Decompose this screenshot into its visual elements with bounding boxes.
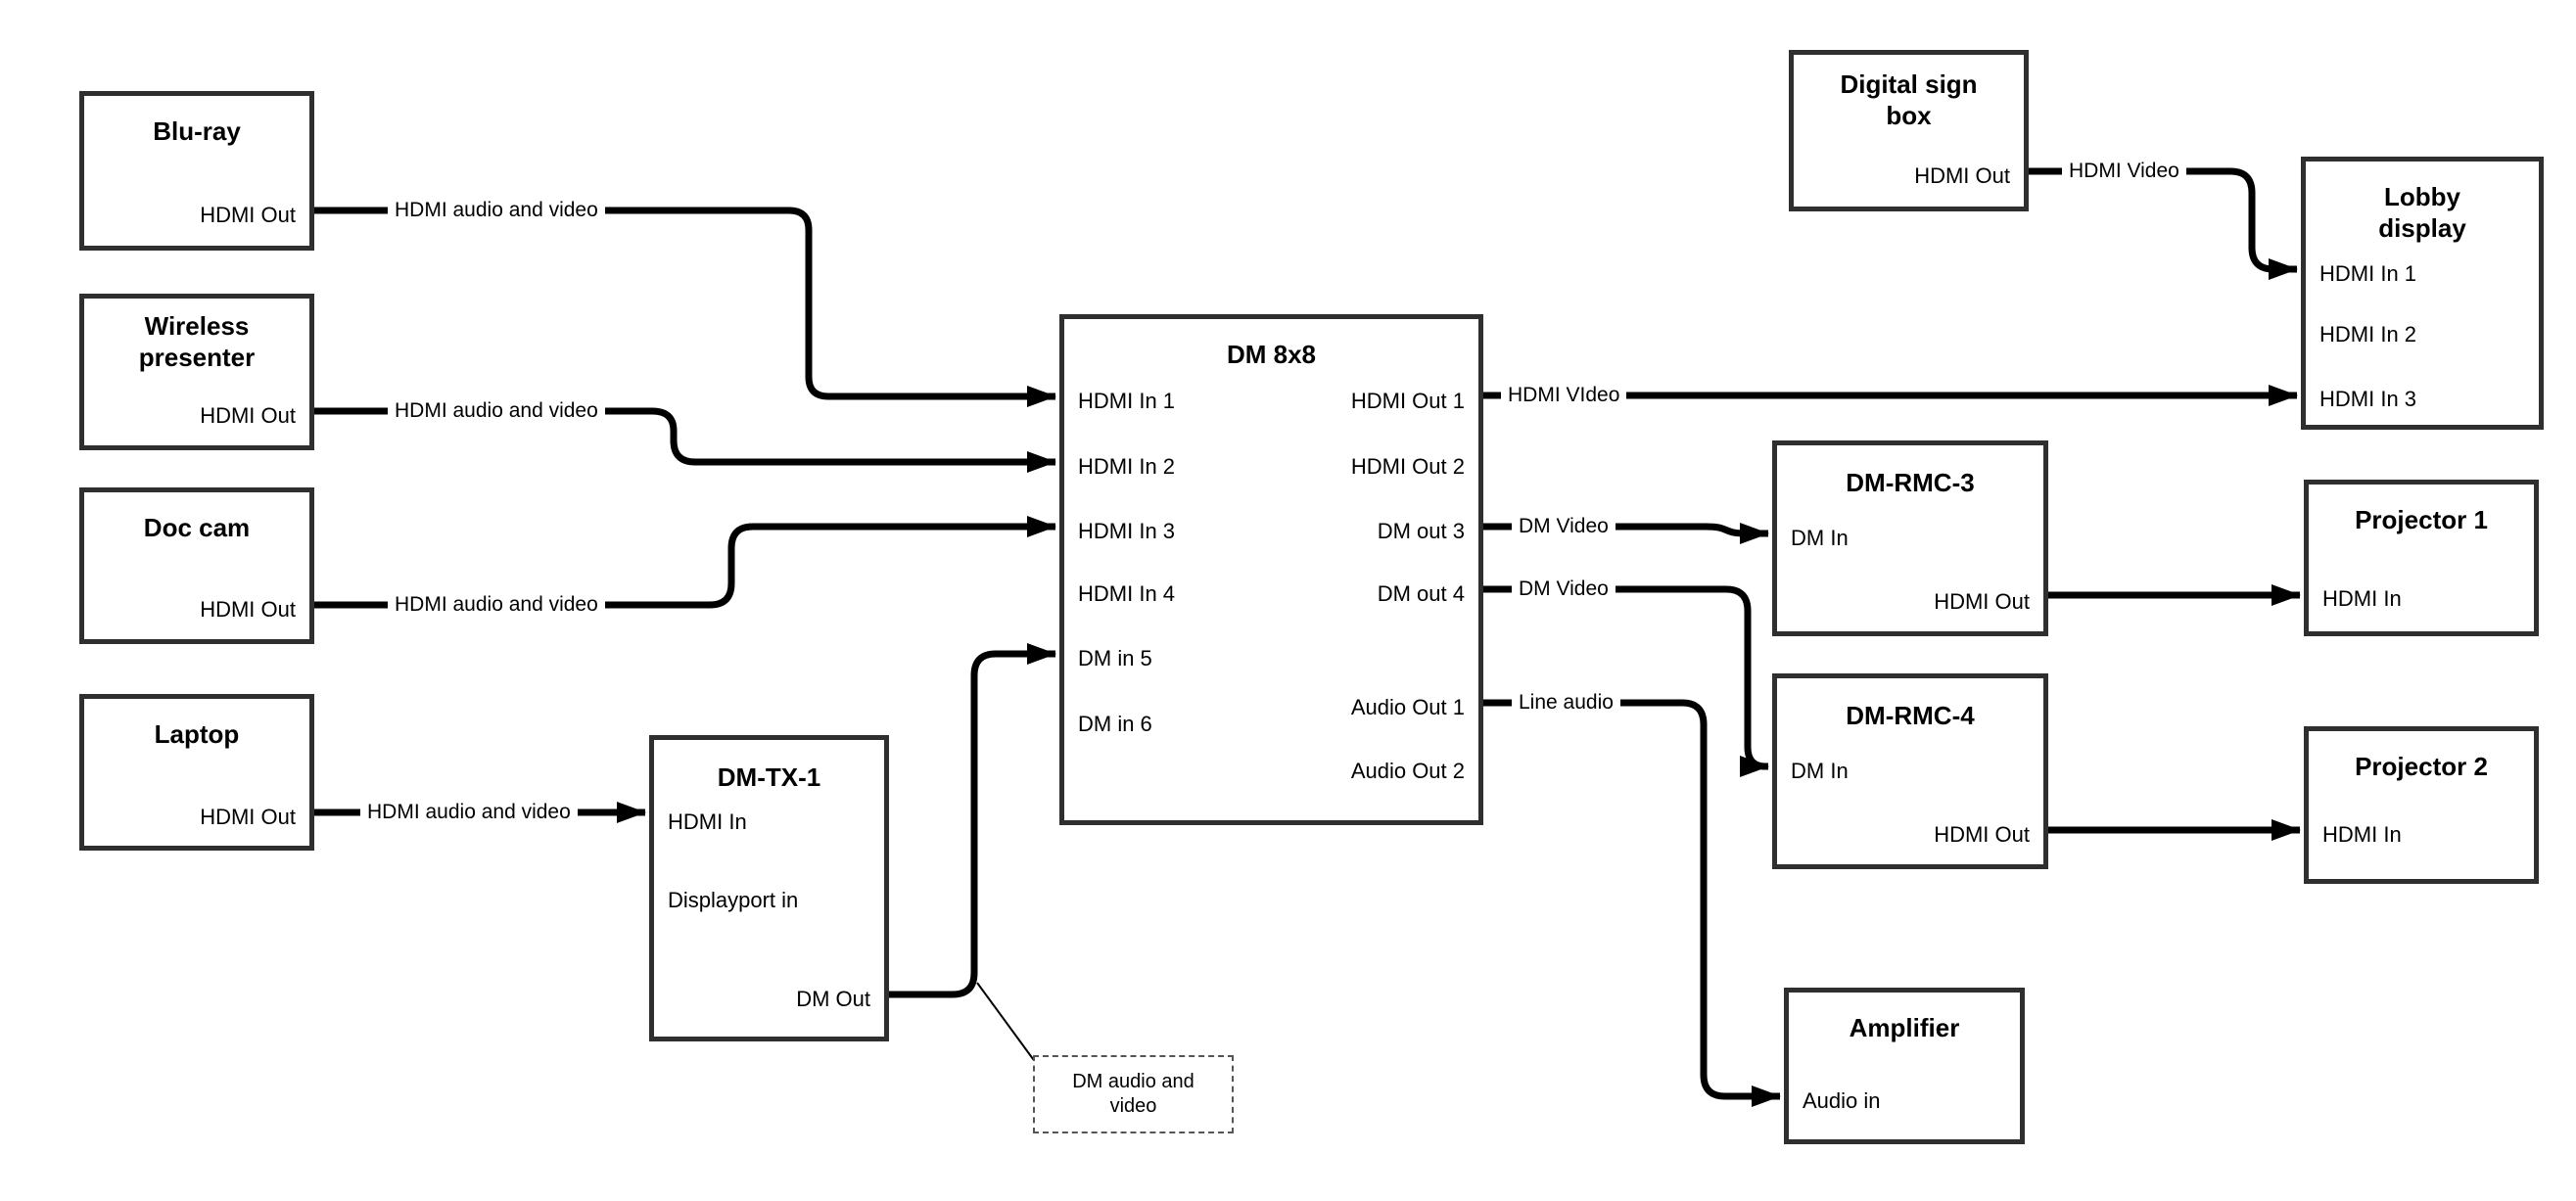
port-dm-in-6: DM in 6 bbox=[1078, 712, 1152, 736]
port-displayport-in: Displayport in bbox=[668, 888, 799, 912]
edge-wireless-to-dm8x8-hdmi-in-2 bbox=[314, 407, 1056, 473]
port-hdmi-in-2: HDMI In 2 bbox=[2319, 322, 2417, 346]
port-hdmi-out: HDMI Out bbox=[200, 403, 296, 428]
node-doc-cam: Doc cam HDMI Out bbox=[79, 487, 314, 644]
node-title: DM-TX-1 bbox=[717, 762, 821, 792]
node-title: Projector 2 bbox=[2355, 752, 2488, 781]
edge-dmtx1-to-dm8x8-dm-in-5 bbox=[889, 643, 1056, 998]
node-lobby-display: Lobby display HDMI In 1 HDMI In 2 HDMI I… bbox=[2301, 157, 2544, 430]
node-title: Blu-ray bbox=[153, 116, 241, 146]
port-hdmi-in: HDMI In bbox=[668, 809, 747, 834]
port-hdmi-in-2: HDMI In 2 bbox=[1078, 454, 1176, 479]
node-projector-1: Projector 1 HDMI In bbox=[2304, 480, 2539, 636]
port-hdmi-in: HDMI In bbox=[2322, 822, 2402, 847]
port-hdmi-in: HDMI In bbox=[2322, 586, 2402, 611]
edge-label-doccam: HDMI audio and video bbox=[388, 592, 605, 618]
node-projector-2: Projector 2 HDMI In bbox=[2304, 726, 2539, 884]
port-hdmi-out: HDMI Out bbox=[200, 597, 296, 622]
node-title: Wireless presenter bbox=[138, 311, 256, 372]
node-amplifier: Amplifier Audio in bbox=[1784, 988, 2025, 1144]
node-wireless-presenter: Wireless presenter HDMI Out bbox=[79, 294, 314, 450]
note-dm-audio-and-video: DM audio and video bbox=[1033, 1055, 1234, 1133]
port-hdmi-in-3: HDMI In 3 bbox=[2319, 387, 2417, 411]
edge-digitalsign-to-lobby-hdmi-in-1 bbox=[2029, 167, 2298, 280]
edge-dm8x8-dm-out-3-to-rmc3-dm-in bbox=[1483, 523, 1769, 544]
port-dm-in-5: DM in 5 bbox=[1078, 646, 1152, 670]
port-hdmi-out: HDMI Out bbox=[1934, 589, 2030, 614]
port-audio-in: Audio in bbox=[1803, 1088, 1881, 1113]
port-hdmi-out-1: HDMI Out 1 bbox=[1350, 389, 1465, 413]
port-dm-in: DM In bbox=[1791, 526, 1849, 550]
port-dm-out: DM Out bbox=[796, 987, 870, 1011]
edge-label-dm-out-3: DM Video bbox=[1512, 514, 1616, 539]
node-title: DM-RMC-3 bbox=[1846, 468, 1975, 497]
edge-bluray-to-dm8x8-hdmi-in-1 bbox=[314, 207, 1056, 407]
node-title: DM 8x8 bbox=[1226, 340, 1317, 369]
node-title: Digital sign box bbox=[1840, 69, 1978, 130]
port-hdmi-in-4: HDMI In 4 bbox=[1078, 581, 1176, 606]
edge-label-audio-out-1: Line audio bbox=[1512, 690, 1620, 716]
port-audio-out-2: Audio Out 2 bbox=[1350, 759, 1465, 783]
note-callout-line bbox=[976, 982, 1037, 1064]
node-digital-sign-box: Digital sign box HDMI Out bbox=[1789, 50, 2029, 211]
node-dm-8x8: DM 8x8 HDMI In 1 HDMI In 2 HDMI In 3 HDM… bbox=[1059, 314, 1483, 825]
edge-doccam-to-dm8x8-hdmi-in-3 bbox=[314, 516, 1056, 609]
port-dm-out-3: DM out 3 bbox=[1377, 519, 1465, 543]
edge-label-hdmi-out-1: HDMI VIdeo bbox=[1501, 383, 1627, 408]
edge-label-dm-out-4: DM Video bbox=[1512, 577, 1616, 602]
note-text: DM audio and video bbox=[1072, 1071, 1194, 1117]
node-title: Laptop bbox=[154, 719, 240, 749]
node-laptop: Laptop HDMI Out bbox=[79, 694, 314, 851]
edge-label-wireless: HDMI audio and video bbox=[388, 398, 605, 424]
node-dm-rmc-4: DM-RMC-4 DM In HDMI Out bbox=[1772, 673, 2048, 869]
port-hdmi-out-2: HDMI Out 2 bbox=[1350, 454, 1465, 479]
port-hdmi-out: HDMI Out bbox=[200, 805, 296, 829]
edge-dm8x8-audio-out-1-to-amplifier bbox=[1483, 699, 1781, 1107]
port-hdmi-out: HDMI Out bbox=[200, 203, 296, 227]
node-dm-tx-1: DM-TX-1 HDMI In Displayport in DM Out bbox=[649, 735, 889, 1041]
node-dm-rmc-3: DM-RMC-3 DM In HDMI Out bbox=[1772, 440, 2048, 636]
port-dm-in: DM In bbox=[1791, 759, 1849, 783]
edge-label-laptop: HDMI audio and video bbox=[360, 800, 578, 825]
edge-dm8x8-dm-out-4-to-rmc4-dm-in bbox=[1483, 585, 1769, 777]
edge-label-digitalsign: HDMI Video bbox=[2062, 159, 2186, 184]
port-dm-out-4: DM out 4 bbox=[1377, 581, 1465, 606]
port-hdmi-in-3: HDMI In 3 bbox=[1078, 519, 1176, 543]
port-hdmi-in-1: HDMI In 1 bbox=[1078, 389, 1176, 413]
port-hdmi-in-1: HDMI In 1 bbox=[2319, 261, 2417, 286]
port-hdmi-out: HDMI Out bbox=[1914, 163, 2010, 188]
node-title: Projector 1 bbox=[2355, 505, 2488, 534]
node-bluray: Blu-ray HDMI Out bbox=[79, 91, 314, 251]
port-audio-out-1: Audio Out 1 bbox=[1350, 695, 1465, 719]
node-title: Lobby display bbox=[2378, 182, 2466, 243]
node-title: Amplifier bbox=[1849, 1013, 1960, 1042]
edge-label-bluray: HDMI audio and video bbox=[388, 198, 605, 223]
port-hdmi-out: HDMI Out bbox=[1934, 822, 2030, 847]
node-title: DM-RMC-4 bbox=[1846, 701, 1975, 730]
node-title: Doc cam bbox=[143, 513, 251, 542]
